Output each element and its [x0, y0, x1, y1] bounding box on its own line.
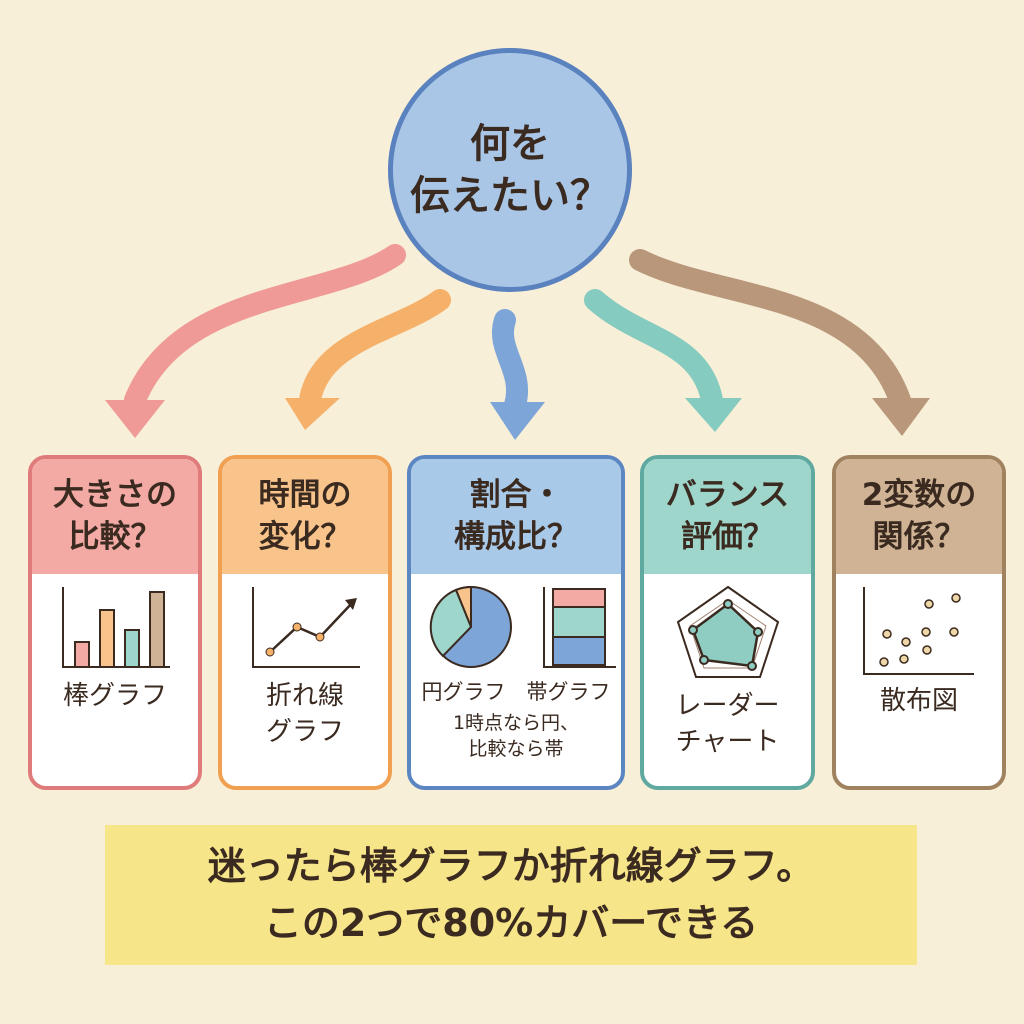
chart-label: レーダー [675, 691, 780, 721]
note: 比較なら帯 [468, 738, 564, 761]
card-bar-chart: 大きさの比較？ 棒グラフ [28, 455, 202, 790]
question: 割合・ [469, 476, 563, 513]
question: 大きさの [53, 476, 177, 513]
question: バランス [665, 476, 790, 513]
card-header: 大きさの比較？ [32, 459, 198, 574]
question: 構成比？ [454, 518, 578, 555]
chart-label: グラフ [265, 717, 344, 748]
arrow-to-radar [584, 289, 723, 411]
card-ratio-chart: 割合・構成比？ 円グラフ帯グラフ 1時点なら円、比較なら帯 [407, 455, 625, 790]
chart-label: 棒グラフ [62, 681, 167, 711]
question: 変化？ [258, 518, 352, 555]
card-header: 割合・構成比？ [411, 459, 621, 574]
pie-and-band-icon [429, 585, 616, 668]
note: 1時点なら円、 [452, 712, 580, 735]
arrow-to-ratio [492, 309, 528, 416]
arrow-to-scatter [629, 249, 911, 411]
banner-line2: この2つで80%カバーできる [263, 901, 759, 945]
center-line1: 何を [470, 121, 550, 167]
card-header: バランス評価？ [644, 459, 811, 574]
scatter-plot-icon [863, 587, 974, 675]
radar-chart-icon [676, 585, 779, 678]
question: 時間の [258, 476, 352, 513]
arrows [105, 244, 930, 440]
chart-label: 散布図 [879, 686, 958, 716]
card-line-chart: 時間の変化？ 折れ線グラフ [218, 455, 392, 790]
chart-label: チャート [675, 727, 780, 758]
question: 関係？ [872, 518, 966, 555]
arrow-to-bar [124, 244, 406, 411]
center-line2: 伝えたい？ [410, 173, 610, 219]
question: 比較？ [68, 518, 162, 555]
bar-chart-icon [62, 587, 170, 668]
chart-label: 帯グラフ [526, 680, 611, 704]
chart-label: 折れ線 [265, 681, 344, 711]
pie-chart-icon [429, 585, 512, 668]
card-header: 2変数の関係？ [836, 459, 1002, 574]
card-radar-chart: バランス評価？ レーダーチャート [640, 455, 815, 790]
question: 評価？ [681, 518, 774, 555]
banner-line1: 迷ったら棒グラフか折れ線グラフ。 [207, 844, 815, 888]
line-chart-icon [252, 587, 360, 668]
question: 2変数の [861, 476, 977, 513]
band-chart-icon [543, 587, 616, 668]
chart-label: 円グラフ [421, 680, 506, 704]
summary-banner: 迷ったら棒グラフか折れ線グラフ。 この2つで80%カバーできる [105, 825, 917, 965]
card-scatter-plot: 2変数の関係？ 散布図 [832, 455, 1006, 790]
arrow-to-line [299, 289, 451, 411]
card-header: 時間の変化？ [222, 459, 388, 574]
central-question: 何を 伝えたい？ [388, 48, 632, 292]
